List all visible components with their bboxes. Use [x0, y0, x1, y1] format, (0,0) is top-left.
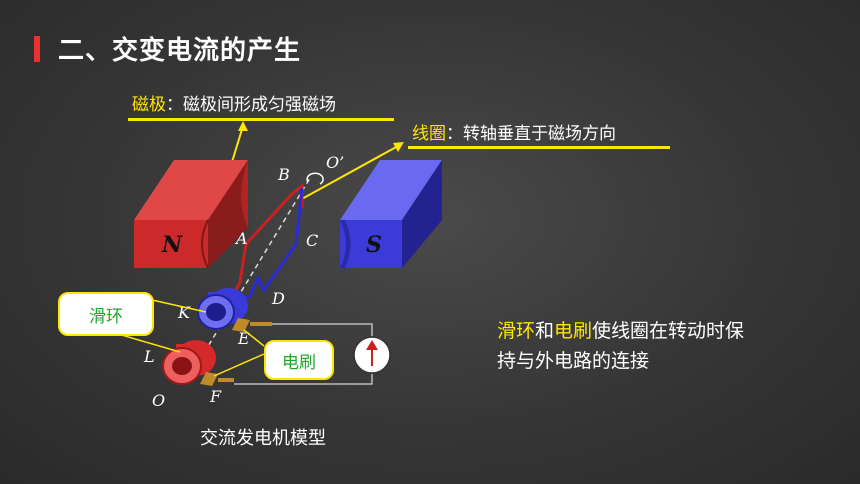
note-slip-ring: 滑环	[497, 320, 536, 342]
coil-desc: ：转轴垂直于磁场方向	[446, 124, 616, 144]
external-circuit	[234, 323, 373, 385]
coil-label: 线圈：转轴垂直于磁场方向	[412, 119, 616, 144]
slip-ring-k	[197, 288, 248, 330]
brush-callout: 电刷	[264, 340, 334, 380]
note-text-1: 使线圈在转动时保	[592, 320, 745, 342]
coil-term: 线圈	[412, 124, 446, 144]
magnet-pointer-arrow	[231, 121, 248, 163]
note-and: 和	[535, 320, 555, 342]
brush-f	[200, 372, 234, 386]
point-o-prime: O’	[326, 153, 344, 172]
galvanometer-icon	[353, 336, 391, 374]
point-f: F	[209, 387, 222, 406]
magnet-n: N	[134, 160, 248, 269]
brush-e	[232, 318, 272, 332]
pole-s-letter: S	[366, 232, 382, 258]
magnet-desc: ：磁极间形成匀强磁场	[166, 95, 336, 115]
explanation-note: 滑环和电刷使线圈在转动时保 持与外电路的连接	[497, 316, 744, 376]
figure-caption: 交流发电机模型	[200, 428, 326, 449]
coil-pointer-arrow	[299, 142, 404, 201]
magnet-label: 磁极：磁极间形成匀强磁场	[132, 90, 336, 115]
slip-ring-callout: 滑环	[58, 292, 154, 336]
rotation-arrow-icon	[306, 172, 324, 185]
rotation-axis	[189, 177, 311, 377]
note-brush: 电刷	[554, 320, 593, 342]
point-d: D	[271, 289, 285, 308]
magnet-label-underline	[128, 118, 394, 121]
brush-callout-line-2	[243, 329, 265, 347]
page-title: 二、交变电流的产生	[58, 36, 302, 66]
slip-ring-callout-line-2	[117, 333, 181, 353]
point-o: O	[152, 391, 165, 410]
coil-label-underline	[408, 146, 670, 149]
pole-n-letter: N	[161, 232, 183, 258]
point-b: B	[277, 165, 290, 184]
point-c: C	[306, 231, 318, 250]
point-l: L	[143, 347, 155, 366]
slip-ring-l	[162, 340, 216, 385]
title-accent-bar	[34, 36, 40, 62]
note-text-2: 持与外电路的连接	[497, 350, 650, 372]
point-e: E	[237, 329, 250, 348]
magnet-s: S	[340, 160, 442, 268]
slip-ring-callout-line-1	[151, 299, 207, 313]
brush-callout-line-1	[213, 353, 265, 377]
magnet-term: 磁极	[132, 95, 166, 115]
point-a: A	[234, 229, 248, 248]
